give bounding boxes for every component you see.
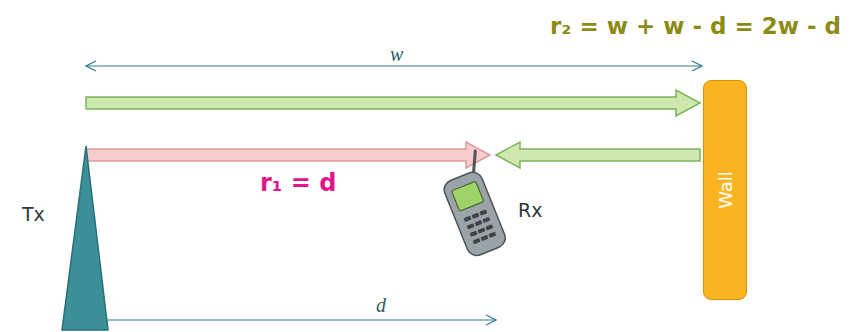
antenna-symbol bbox=[62, 146, 108, 330]
receiver-label: Rx bbox=[516, 200, 544, 221]
dimension-label: w bbox=[388, 43, 405, 65]
phone-symbol bbox=[434, 151, 512, 258]
path-length-note: r₁ = d bbox=[258, 170, 338, 196]
wall-label: Wall bbox=[715, 171, 736, 209]
phone-keypad bbox=[464, 209, 497, 244]
dimension-line bbox=[86, 65, 702, 66]
phone-body bbox=[441, 169, 508, 258]
dimension-line bbox=[64, 319, 496, 320]
reflected-ray-arrow bbox=[496, 142, 700, 168]
wall-box: Wall bbox=[703, 80, 747, 300]
transmitter-label: Tx bbox=[20, 204, 47, 225]
direct-ray-arrow bbox=[86, 142, 490, 168]
phone-antenna bbox=[466, 151, 483, 173]
path-length-note: r₂ = w + w - d = 2w - d bbox=[548, 14, 843, 39]
phone-screen bbox=[451, 181, 483, 211]
dimension-label: d bbox=[374, 294, 388, 316]
incident-ray-arrow bbox=[86, 90, 700, 116]
